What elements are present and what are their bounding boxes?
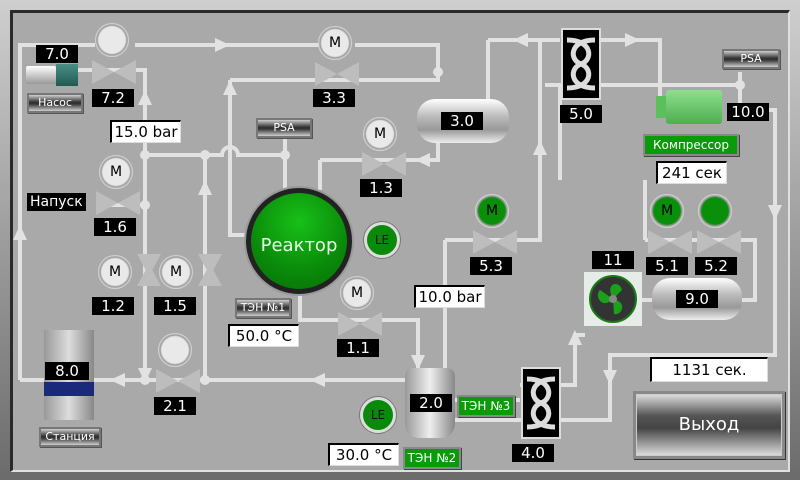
pump-value: 7.0 xyxy=(36,45,78,63)
valve-1-3[interactable] xyxy=(362,152,406,176)
compressor-value: 10.0 xyxy=(727,103,769,121)
valve-5-2[interactable] xyxy=(697,230,741,254)
heat-exchanger-5-0[interactable] xyxy=(561,28,601,100)
valve-5-3[interactable] xyxy=(473,230,517,254)
heat-exchanger-5-0-value: 5.0 xyxy=(560,105,602,123)
heater-1-temperature: 50.0 °C xyxy=(228,324,299,347)
tank-9-0-value: 9.0 xyxy=(676,290,718,308)
compressor-button[interactable]: Компрессор xyxy=(643,134,739,156)
valve-1-6-actuator[interactable]: M xyxy=(99,155,133,189)
valve-5-2-value: 5.2 xyxy=(695,257,737,275)
psa-button-2[interactable]: PSA xyxy=(722,49,780,69)
flow-arrow xyxy=(138,368,152,383)
valve-1-5-actuator[interactable]: M xyxy=(159,255,193,289)
valve-1-3-actuator[interactable]: M xyxy=(363,117,397,151)
pipe-junction xyxy=(200,150,210,160)
flow-arrow xyxy=(768,205,782,220)
valve-1-1[interactable] xyxy=(338,312,382,336)
valve-1-6[interactable] xyxy=(96,191,140,215)
flow-arrow xyxy=(513,33,528,47)
compressor-icon[interactable] xyxy=(656,86,724,126)
valve-1-2-value: 1.2 xyxy=(92,297,134,315)
flow-arrow xyxy=(110,373,125,387)
pipe xyxy=(60,68,147,380)
fan-icon[interactable] xyxy=(584,272,642,326)
valve-3-3-value: 3.3 xyxy=(313,89,355,107)
flow-arrow xyxy=(223,80,237,95)
valve-5-1-value: 5.1 xyxy=(646,257,688,275)
station-button[interactable]: Станция xyxy=(39,427,101,447)
valve-5-3-value: 5.3 xyxy=(470,257,512,275)
heater-3-button[interactable]: ТЭН №3 xyxy=(457,395,515,417)
pressure-readout-2: 10.0 bar xyxy=(414,285,485,308)
pipe-junction xyxy=(735,80,745,90)
flow-arrow xyxy=(625,33,640,47)
flow-arrow xyxy=(215,38,230,52)
flow-arrow xyxy=(310,373,325,387)
station-value: 8.0 xyxy=(45,362,89,380)
flow-arrow xyxy=(415,153,430,167)
valve-1-3-value: 1.3 xyxy=(360,179,402,197)
valve-7-2[interactable] xyxy=(92,60,136,84)
reactor-level-sensor[interactable]: LE xyxy=(364,222,400,258)
valve-1-6-value: 1.6 xyxy=(94,218,136,236)
valve-5-1[interactable] xyxy=(648,230,692,254)
psa-button-1[interactable]: PSA xyxy=(256,118,312,138)
valve-1-2[interactable] xyxy=(137,254,161,286)
valve-5-1-actuator[interactable]: M xyxy=(650,194,684,228)
tank-3-0-value: 3.0 xyxy=(441,112,483,130)
valve-2-1[interactable] xyxy=(156,369,200,393)
tank-2-0-value: 2.0 xyxy=(410,394,452,412)
valve-2-1-actuator[interactable] xyxy=(158,333,192,367)
pipe-junction xyxy=(140,200,150,210)
heater-2-button[interactable]: ТЭН №2 xyxy=(403,447,461,469)
tank-level-sensor[interactable]: LE xyxy=(360,397,396,433)
valve-1-2-actuator[interactable]: M xyxy=(98,255,132,289)
valve-1-1-actuator[interactable]: M xyxy=(340,276,374,310)
pump-button[interactable]: Насос xyxy=(27,93,83,113)
valve-1-5[interactable] xyxy=(198,254,222,286)
valve-1-5-value: 1.5 xyxy=(154,297,196,315)
flow-arrow xyxy=(411,355,425,370)
start-label: Напуск xyxy=(27,193,86,211)
pump-icon[interactable] xyxy=(26,64,82,86)
reactor-button[interactable]: Реактор xyxy=(246,188,352,294)
valve-3-3-actuator[interactable]: M xyxy=(318,26,352,60)
flow-arrow xyxy=(13,225,27,240)
valve-1-1-value: 1.1 xyxy=(337,339,379,357)
pipe xyxy=(135,43,440,72)
pipe-junction xyxy=(280,150,290,160)
fan-value: 11 xyxy=(592,251,634,269)
heat-exchanger-4-0[interactable] xyxy=(521,367,561,439)
pipe-junction xyxy=(200,375,210,385)
valve-7-2-actuator[interactable] xyxy=(95,23,129,57)
valve-2-1-value: 2.1 xyxy=(154,397,196,415)
valve-3-3[interactable] xyxy=(315,62,359,86)
cycle-timer: 1131 сек. xyxy=(650,357,768,382)
heater-1-button[interactable]: ТЭН №1 xyxy=(235,298,291,318)
compressor-timer: 241 сек xyxy=(656,161,727,184)
flow-arrow xyxy=(198,180,212,195)
pipe-junction xyxy=(433,67,443,77)
heat-exchanger-icon xyxy=(566,37,596,91)
pipe xyxy=(486,38,560,100)
valve-7-2-value: 7.2 xyxy=(92,89,134,107)
flow-arrow xyxy=(533,140,547,155)
flow-arrow xyxy=(138,90,152,105)
fan-blades-icon xyxy=(589,275,637,323)
heat-exchanger-4-0-value: 4.0 xyxy=(512,444,554,462)
pressure-readout-1: 15.0 bar xyxy=(110,120,181,143)
exit-button[interactable]: Выход xyxy=(633,391,785,459)
flow-arrow xyxy=(603,370,617,385)
pipe-junction xyxy=(140,150,150,160)
valve-5-2-actuator[interactable] xyxy=(698,194,732,228)
heater-2-temperature: 30.0 °C xyxy=(328,443,399,466)
heat-exchanger-icon xyxy=(526,376,556,430)
flow-arrow xyxy=(568,330,582,345)
valve-5-3-actuator[interactable]: M xyxy=(475,194,509,228)
